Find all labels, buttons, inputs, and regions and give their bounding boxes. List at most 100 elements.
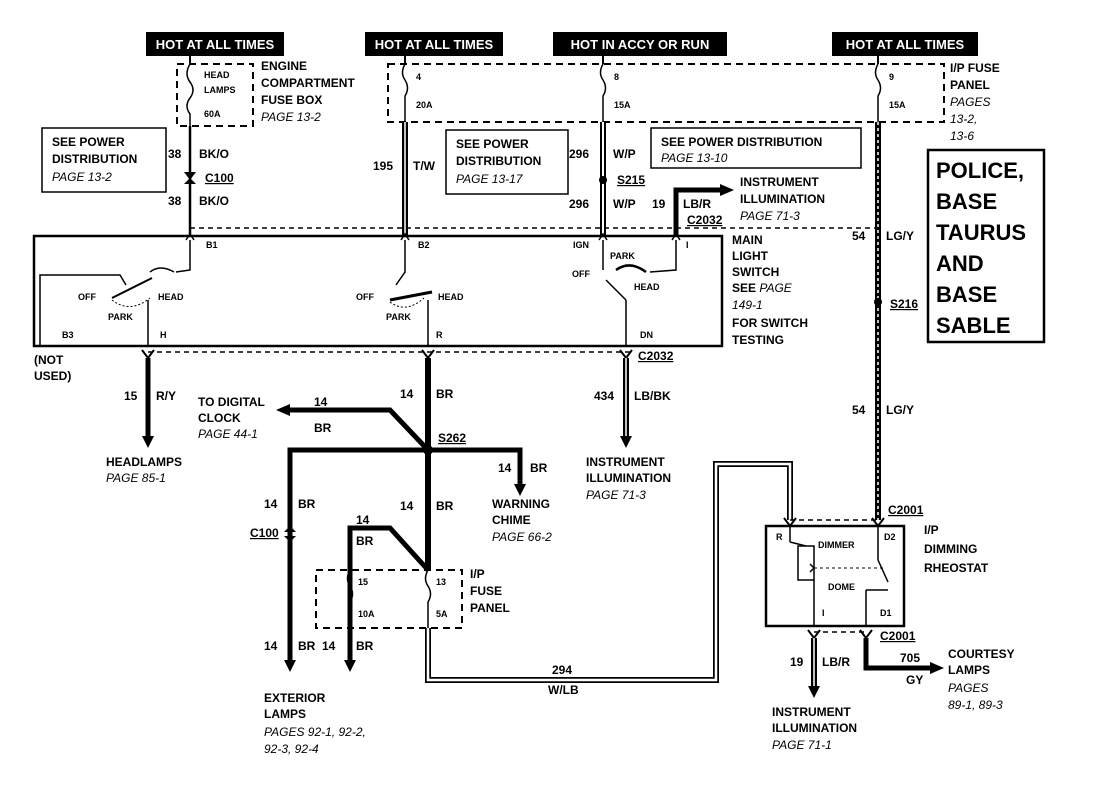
switch-name: SWITCH xyxy=(732,265,779,279)
ip-panel-pages-2: 13-2, xyxy=(950,112,977,126)
terminal-r: R xyxy=(776,532,783,542)
rheostat-dome-label: DOME xyxy=(828,582,855,592)
terminal-h: H xyxy=(160,330,167,340)
destination-line: INSTRUMENT xyxy=(586,455,665,469)
engine-compartment-fuse-box: HEAD LAMPS 60A ENGINE COMPARTMENT FUSE B… xyxy=(176,56,355,127)
fuse-rating: 15A xyxy=(889,100,906,110)
connector-label: C100 xyxy=(205,171,234,185)
switch-ref: TESTING xyxy=(732,333,784,347)
wire-color: T/W xyxy=(413,159,436,173)
ref-page: PAGE 13-10 xyxy=(661,151,728,165)
terminal-i: I xyxy=(822,608,825,618)
destination-page: PAGES xyxy=(948,681,988,695)
wire-color: BR xyxy=(356,534,374,548)
wire-number: 14 xyxy=(498,461,512,475)
wire-color: BR xyxy=(436,499,454,513)
not-used-label: USED) xyxy=(34,369,71,383)
wire-color: BR xyxy=(298,497,316,511)
ip-panel-title-1: I/P FUSE xyxy=(950,61,1000,75)
position-park: PARK xyxy=(610,251,635,261)
destination-page: PAGE 71-1 xyxy=(772,738,832,752)
wire-38: 38 BK/O C100 38 BK/O xyxy=(168,126,234,236)
wire-number: 54 xyxy=(852,403,866,417)
fuse-box-title-3: FUSE BOX xyxy=(261,93,322,107)
rheostat-title: RHEOSTAT xyxy=(924,561,989,575)
fuse-box-inner-label-2: LAMPS xyxy=(204,85,236,95)
wire-number: 14 xyxy=(314,395,328,409)
ip-panel-title-2: PANEL xyxy=(950,78,990,92)
model-line: BASE xyxy=(936,189,997,214)
destination-line: LAMPS xyxy=(948,663,990,677)
destination-page: PAGE 71-3 xyxy=(740,209,800,223)
ref-line: SEE POWER DISTRIBUTION xyxy=(661,135,822,149)
wire-color: W/P xyxy=(613,147,636,161)
header-hot-at-all-times-2: HOT AT ALL TIMES xyxy=(365,32,503,56)
fuse-number: 15 xyxy=(358,577,368,587)
destination-line: CLOCK xyxy=(198,411,241,425)
destination-page: 89-1, 89-3 xyxy=(948,698,1003,712)
model-line: BASE xyxy=(936,282,997,307)
splice-label: S216 xyxy=(890,297,918,311)
switch-ref: SEE PAGE xyxy=(732,281,793,295)
fuse-rating: 10A xyxy=(358,609,375,619)
switch-ref-page: 149-1 xyxy=(732,298,763,312)
connector-label: C100 xyxy=(250,526,279,540)
wire-color: LB/R xyxy=(822,655,850,669)
terminal-d2: D2 xyxy=(884,532,896,542)
wire-number: 296 xyxy=(569,147,589,161)
ref-page: PAGE 13-2 xyxy=(52,170,112,184)
see-power-distribution-a: SEE POWER DISTRIBUTION PAGE 13-2 xyxy=(41,127,167,193)
destination-line: HEADLAMPS xyxy=(106,455,182,469)
wire-color: BK/O xyxy=(199,194,229,208)
destination-page: PAGE 85-1 xyxy=(106,471,166,485)
terminal-d1: D1 xyxy=(880,608,892,618)
position-off: OFF xyxy=(572,269,590,279)
wire-number: 14 xyxy=(400,499,414,513)
wire-color: LB/R xyxy=(683,197,711,211)
wire-number: 14 xyxy=(264,497,278,511)
wire-296: 296 W/P S215 296 W/P xyxy=(569,122,645,236)
wire-number: 434 xyxy=(594,389,614,403)
fuse-rating: 5A xyxy=(436,609,448,619)
wire-number: 19 xyxy=(790,655,804,669)
destination-line: INSTRUMENT xyxy=(740,175,819,189)
connector-label: C2032 xyxy=(638,349,674,363)
header-hot-in-accy-or-run: HOT IN ACCY OR RUN xyxy=(553,32,727,56)
terminal-b3: B3 xyxy=(62,330,74,340)
fuse-box-title-1: ENGINE xyxy=(261,59,307,73)
wire-number: 38 xyxy=(168,147,182,161)
rheostat-title: I/P xyxy=(924,523,939,537)
ip-dimming-rheostat: C2001 R D2 DIMMER DOME I D1 I/P DIMMING … xyxy=(764,503,989,643)
destination-line: ILLUMINATION xyxy=(740,192,825,206)
main-light-switch: B1 B2 IGN I OFF HEAD PARK OFF HEAD PARK … xyxy=(32,232,808,348)
wire-color: LG/Y xyxy=(886,403,914,417)
terminal-dn: DN xyxy=(640,330,653,340)
destination-line: CHIME xyxy=(492,513,531,527)
fuse-rating: 15A xyxy=(614,100,631,110)
ref-page: PAGE 13-17 xyxy=(456,172,524,186)
splice-label: S262 xyxy=(438,431,466,445)
ip-panel-title: PANEL xyxy=(470,601,510,615)
ip-panel-pages-3: 13-6 xyxy=(950,129,974,143)
connector-label: C2001 xyxy=(880,629,916,643)
wire-color: BR xyxy=(530,461,548,475)
wire-color: BR xyxy=(436,387,454,401)
destination-page: PAGE 44-1 xyxy=(198,427,258,441)
wire-number: 19 xyxy=(652,197,666,211)
destination-page: PAGE 71-3 xyxy=(586,488,646,502)
destination-line: ILLUMINATION xyxy=(772,721,857,735)
fuse-box-inner-label-1: HEAD xyxy=(204,70,230,80)
terminal-i: I xyxy=(686,240,689,250)
model-line: SABLE xyxy=(936,313,1011,338)
wire-number: 14 xyxy=(322,639,336,653)
switch-name: MAIN xyxy=(732,233,763,247)
wire-19-lower: 19 LB/R INSTRUMENT ILLUMINATION PAGE 71-… xyxy=(772,638,857,752)
destination-page: 92-3, 92-4 xyxy=(264,742,319,756)
wire-color: BR xyxy=(314,421,332,435)
wire-color: GY xyxy=(906,673,923,687)
position-off: OFF xyxy=(356,292,374,302)
terminal-r: R xyxy=(436,330,443,340)
ref-line: SEE POWER xyxy=(52,135,125,149)
header-hot-at-all-times-4: HOT AT ALL TIMES xyxy=(832,32,978,56)
